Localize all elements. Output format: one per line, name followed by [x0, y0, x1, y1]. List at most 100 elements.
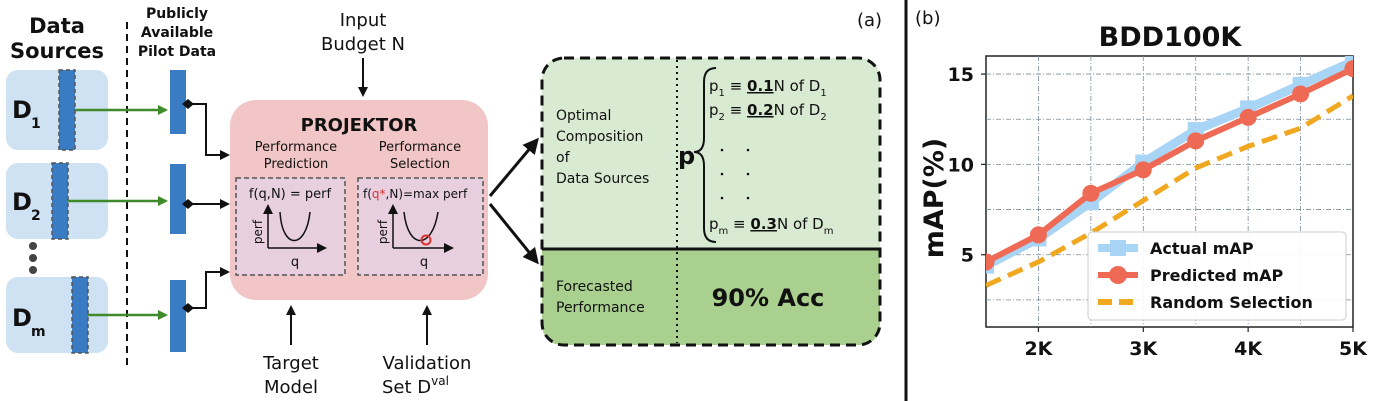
composition-2: p2 ≡ 0.2N of D2 — [709, 101, 827, 123]
comp-1-p-sub: 1 — [719, 88, 725, 99]
forecast-2: Performance — [556, 300, 645, 316]
panel-b-label: (b) — [915, 8, 940, 29]
y-axis-label: mAP(%) — [919, 138, 950, 259]
comp-m-d-sub: m — [824, 226, 834, 237]
x-tick-label: 3K — [1129, 338, 1158, 360]
data-source-1: D 1 — [6, 69, 108, 151]
composition-1: p1 ≡ 0.1N of D1 — [709, 77, 827, 99]
validation-2: Set Dval — [382, 374, 449, 398]
point-predicted-map — [986, 253, 995, 271]
x-tick-label: 4K — [1234, 338, 1263, 360]
comp-2-p-sub: 2 — [719, 112, 725, 123]
pilot-bar-1 — [170, 70, 186, 134]
point-predicted-map — [1029, 226, 1047, 244]
source-1-name: D — [12, 96, 32, 124]
legend-label-actual: Actual mAP — [1150, 239, 1254, 258]
point-predicted-map — [1292, 85, 1310, 103]
panel-a: (a) Data Sources D 1 D 2 D m — [6, 6, 882, 398]
composition-m: pm ≡ 0.3N of Dm — [709, 215, 833, 237]
input-budget-2: Budget N — [321, 34, 405, 55]
pilot-title-1: Publicly — [146, 6, 208, 22]
x-tick-label: 5K — [1339, 338, 1368, 360]
series-line-predicted-map — [986, 65, 1353, 265]
pilot-connector-1 — [182, 99, 230, 160]
sel-curve — [403, 211, 439, 242]
validation-2-text: Set D — [382, 377, 431, 398]
source-2-sub: 2 — [31, 208, 41, 224]
point-predicted-map — [1239, 108, 1257, 126]
series — [986, 56, 1353, 288]
optimal-4: Data Sources — [556, 171, 649, 187]
target-model-2: Model — [264, 377, 318, 398]
projektor-title: PROJEKTOR — [301, 115, 418, 136]
comp-m-eq: ≡ — [728, 215, 750, 233]
input-budget-1: Input — [340, 10, 387, 31]
pilot-title-2: Available — [141, 25, 213, 41]
prediction-box — [235, 177, 346, 276]
point-predicted-map — [1134, 161, 1152, 179]
comp-1-eq: ≡ — [725, 77, 747, 95]
panel-a-label: (a) — [857, 10, 882, 31]
comp-m-frac: 0.3 — [750, 215, 777, 233]
point-predicted-map — [1187, 132, 1205, 150]
perf-sel-2: Selection — [390, 157, 450, 172]
y-tick-label: 10 — [948, 154, 974, 176]
comp-m-p-sub: m — [719, 226, 729, 237]
sel-axis-q: q — [420, 255, 428, 270]
perf-pred-1: Performance — [255, 140, 337, 155]
formula-sel-q: q* — [372, 187, 386, 201]
comp-2-eq: ≡ — [725, 101, 747, 119]
pilot-connector-m — [182, 267, 230, 313]
comp-m-p: p — [709, 215, 719, 233]
comp-2-d-sub: 2 — [820, 112, 826, 123]
comp-1-frac: 0.1 — [747, 77, 774, 95]
source-2-name: D — [12, 188, 32, 216]
pred-axis-q: q — [291, 255, 299, 270]
data-sources-title-1: Data — [29, 14, 85, 38]
data-source-m: D m — [6, 276, 108, 354]
legend-label-predicted: Predicted mAP — [1150, 266, 1283, 285]
legend-item-actual: Actual mAP — [1098, 239, 1254, 258]
comp-1-rest: N of D — [774, 77, 821, 95]
formula-sel-b: ,N)=max perf — [386, 187, 468, 201]
validation-1: Validation — [383, 353, 472, 374]
data-sources-title-2: Sources — [10, 39, 104, 63]
selection-box — [357, 177, 484, 276]
legend: Actual mAP Predicted mAP Random Selectio… — [1087, 231, 1347, 321]
comp-1-p: p — [709, 77, 719, 95]
point-predicted-map — [1082, 184, 1100, 202]
source-1-sub: 1 — [31, 116, 41, 132]
output-arrow-top — [488, 137, 539, 197]
output-box: Optimal Composition of Data Sources p p1… — [540, 56, 882, 347]
comp-1-d-sub: 1 — [820, 88, 826, 99]
chart-title: BDD100K — [1099, 22, 1243, 53]
perf-sel-1: Performance — [379, 140, 461, 155]
y-tick-label: 5 — [961, 245, 974, 267]
pred-axis-perf: perf — [251, 219, 265, 244]
p-symbol: p — [678, 142, 695, 170]
pred-curve — [279, 211, 311, 242]
comp-m-rest: N of D — [777, 215, 824, 233]
output-arrow-bottom — [488, 203, 539, 265]
optimal-3: of — [556, 150, 571, 166]
data-source-2: D 2 — [6, 162, 108, 240]
source-m-name: D — [12, 304, 32, 332]
ellipsis-dots — [29, 242, 37, 274]
formula-sel-a: f( — [363, 187, 372, 201]
forecast-1: Forecasted — [556, 279, 633, 295]
optimal-2: Composition — [556, 129, 643, 145]
formula-pred: f(q,N) = perf — [249, 187, 332, 202]
legend-label-random: Random Selection — [1150, 293, 1313, 312]
legend-item-predicted: Predicted mAP — [1098, 266, 1283, 285]
forecast-value: 90% Acc — [712, 284, 825, 312]
y-tick-label: 15 — [948, 64, 974, 86]
perf-pred-2: Prediction — [264, 157, 329, 172]
validation-sup: val — [431, 374, 449, 388]
series-line-actual-map — [986, 57, 1353, 270]
sel-optimum-marker — [420, 234, 432, 246]
comp-2-rest: N of D — [774, 101, 821, 119]
sel-axis-perf: perf — [376, 219, 390, 244]
